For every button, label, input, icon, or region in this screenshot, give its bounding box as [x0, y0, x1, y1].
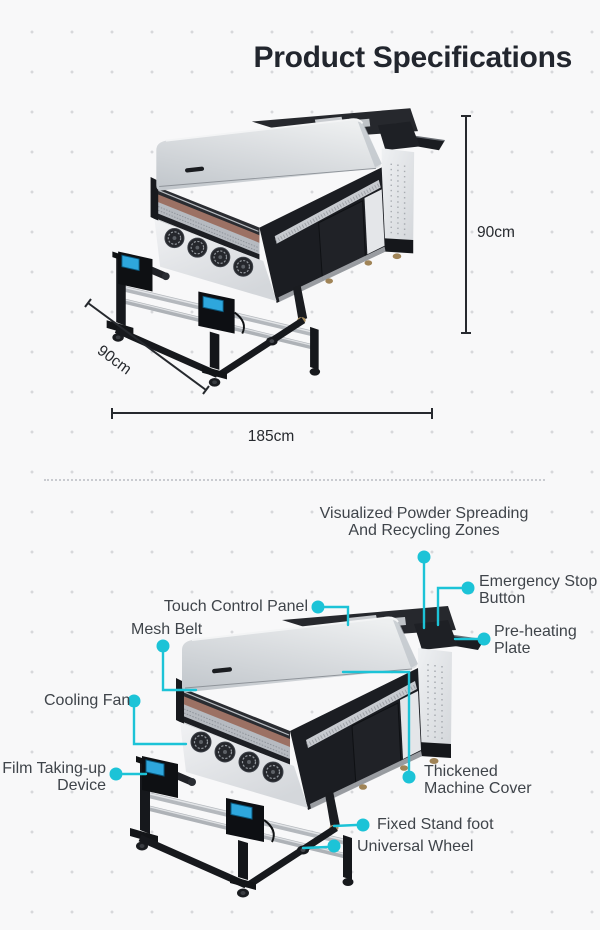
label-film-taking-up-device: Film Taking-up Device: [2, 760, 106, 795]
label-mesh-belt: Mesh Belt: [131, 621, 203, 638]
label-pre-heating-plate: Pre-heating Plate: [494, 623, 577, 658]
dimension-length-label: 185cm: [247, 428, 295, 445]
dimension-height-label: 90cm: [477, 224, 515, 241]
machine-illustration-top: [107, 108, 445, 386]
label-cooling-fan: Cooling Fan: [44, 692, 131, 709]
label-thickened-machine-cover: Thickened Machine Cover: [424, 763, 532, 798]
callout-dots: [109, 550, 491, 853]
dimension-lines: [84, 115, 471, 419]
label-visualized-powder-zones: Visualized Powder Spreading And Recyclin…: [319, 505, 529, 540]
label-emergency-stop-button: Emergency Stop Button: [479, 573, 598, 608]
label-universal-wheel: Universal Wheel: [357, 838, 474, 855]
page-title: Product Specifications: [253, 41, 573, 74]
callout-leader-lines: [121, 561, 479, 850]
label-fixed-stand-foot: Fixed Stand foot: [377, 816, 494, 833]
section-divider: [44, 479, 545, 481]
label-touch-control-panel: Touch Control Panel: [163, 598, 308, 615]
